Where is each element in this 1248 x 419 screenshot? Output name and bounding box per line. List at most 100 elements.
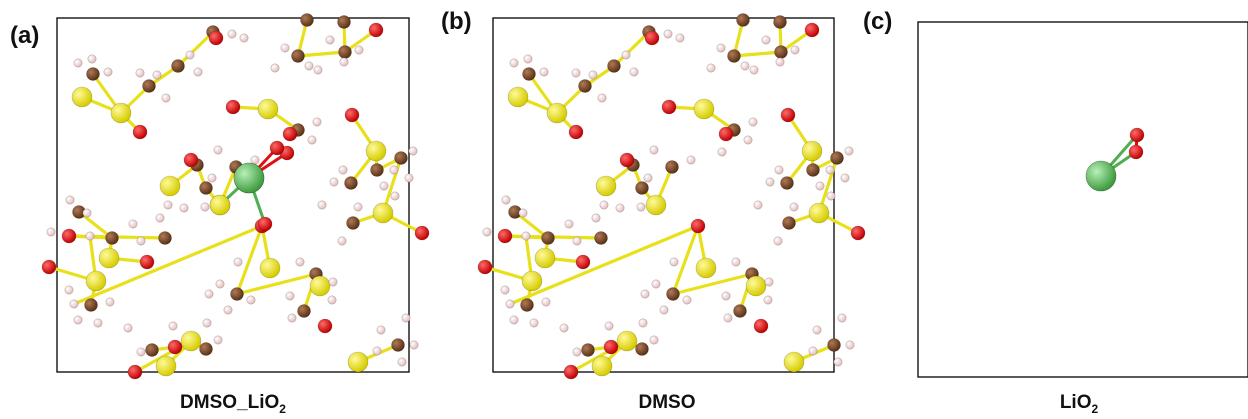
hydrogen-atom xyxy=(539,67,549,77)
sulfur-atom xyxy=(372,202,394,224)
sulfur-atom xyxy=(745,275,767,297)
hydrogen-atom xyxy=(312,117,322,127)
sulfur-atom xyxy=(801,140,823,162)
hydrogen-atom xyxy=(136,236,146,246)
panel-b-caption: DMSO xyxy=(517,392,817,416)
carbon-atom xyxy=(291,49,305,63)
hydrogen-atom xyxy=(168,321,178,331)
hydrogen-atom xyxy=(597,93,607,103)
hydrogen-atom xyxy=(372,346,382,356)
panel-a-caption-main: DMSO_LiO xyxy=(180,392,280,413)
sulfur-atom xyxy=(595,175,617,197)
hydrogen-atom xyxy=(204,289,214,299)
carbon-atom xyxy=(297,304,311,318)
sulfur-atom xyxy=(309,275,331,297)
hydrogen-atom xyxy=(200,202,210,212)
carbon-atom xyxy=(830,151,844,165)
sulfur-atom xyxy=(180,330,202,352)
hydrogen-atom xyxy=(287,313,297,323)
panel-c-box xyxy=(917,21,1248,378)
hydrogen-atom xyxy=(501,195,511,205)
hydrogen-atom xyxy=(338,165,348,175)
hydrogen-atom xyxy=(339,57,349,67)
hydrogen-atom xyxy=(304,61,314,71)
hydrogen-atom xyxy=(808,346,818,356)
bond xyxy=(671,225,700,295)
hydrogen-atom xyxy=(313,65,323,75)
oxygen-atom xyxy=(804,22,820,38)
hydrogen-atom xyxy=(179,203,189,213)
oxygen-atom xyxy=(183,152,199,168)
hydrogen-atom xyxy=(775,57,785,67)
hydrogen-atom xyxy=(825,165,835,175)
sulfur-atom xyxy=(71,86,93,108)
hydrogen-atom xyxy=(604,321,614,331)
hydrogen-atom xyxy=(659,305,669,315)
hydrogen-atom xyxy=(790,45,800,55)
hydrogen-atom xyxy=(764,277,774,287)
hydrogen-atom xyxy=(103,67,113,77)
hydrogen-atom xyxy=(815,181,825,191)
sulfur-atom xyxy=(98,247,120,269)
sulfur-atom xyxy=(347,351,369,373)
panel-c-caption-main: LiO xyxy=(1059,392,1092,413)
hydrogen-atom xyxy=(500,285,510,295)
hydrogen-atom xyxy=(87,54,97,64)
hydrogen-atom xyxy=(193,67,203,77)
hydrogen-atom xyxy=(812,325,822,335)
hydrogen-atom xyxy=(376,325,386,335)
hydrogen-atom xyxy=(354,45,364,55)
oxygen-atom xyxy=(661,99,677,115)
hydrogen-atom xyxy=(82,208,92,218)
panel-c-molecules xyxy=(1085,127,1145,192)
hydrogen-atom xyxy=(69,299,79,309)
hydrogen-atom xyxy=(46,227,56,237)
hydrogen-atom xyxy=(559,323,569,333)
hydrogen-atom xyxy=(840,173,850,183)
lithium-atom xyxy=(1085,160,1117,192)
oxygen-atom xyxy=(282,126,298,142)
oxygen-atom xyxy=(690,218,706,234)
hydrogen-atom xyxy=(390,191,400,201)
hydrogen-atom xyxy=(621,50,631,60)
bond xyxy=(176,30,215,68)
oxygen-atom xyxy=(718,126,734,142)
hydrogen-atom xyxy=(564,219,574,229)
carbon-atom xyxy=(773,15,787,29)
carbon-atom xyxy=(520,298,534,312)
hydrogen-atom xyxy=(185,50,195,60)
hydrogen-atom xyxy=(773,236,783,246)
hydrogen-atom xyxy=(213,145,223,155)
hydrogen-atom xyxy=(397,357,407,367)
hydrogen-atom xyxy=(270,63,280,73)
carbon-atom xyxy=(300,13,314,27)
hydrogen-atom xyxy=(599,200,609,210)
panel-c-caption: LiO2 xyxy=(929,392,1229,416)
panel-b-letter: (b) xyxy=(441,8,472,35)
hydrogen-atom xyxy=(136,347,146,357)
sulfur-atom xyxy=(808,202,830,224)
oxygen-atom xyxy=(477,259,493,275)
hydrogen-atom xyxy=(65,195,75,205)
carbon-atom xyxy=(171,59,185,73)
panel-a-caption-sub: 2 xyxy=(279,401,286,416)
carbon-atom xyxy=(774,45,788,59)
oxygen-atom xyxy=(61,228,77,244)
sulfur-atom xyxy=(259,257,281,279)
oxygen-atom xyxy=(208,30,224,46)
hydrogen-atom xyxy=(651,279,661,289)
panel-a-box xyxy=(56,17,410,373)
hydrogen-atom xyxy=(73,58,83,68)
hydrogen-atom xyxy=(207,173,217,183)
hydrogen-atom xyxy=(73,315,83,325)
hydrogen-atom xyxy=(521,231,531,241)
hydrogen-atom xyxy=(743,135,753,145)
hydrogen-atom xyxy=(93,318,103,328)
lithium-atom xyxy=(233,162,265,194)
hydrogen-atom xyxy=(509,315,519,325)
oxygen-atom xyxy=(1129,127,1145,143)
oxygen-atom xyxy=(497,228,513,244)
hydrogen-atom xyxy=(233,257,243,267)
hydrogen-atom xyxy=(389,165,399,175)
oxygen-atom xyxy=(167,339,183,355)
